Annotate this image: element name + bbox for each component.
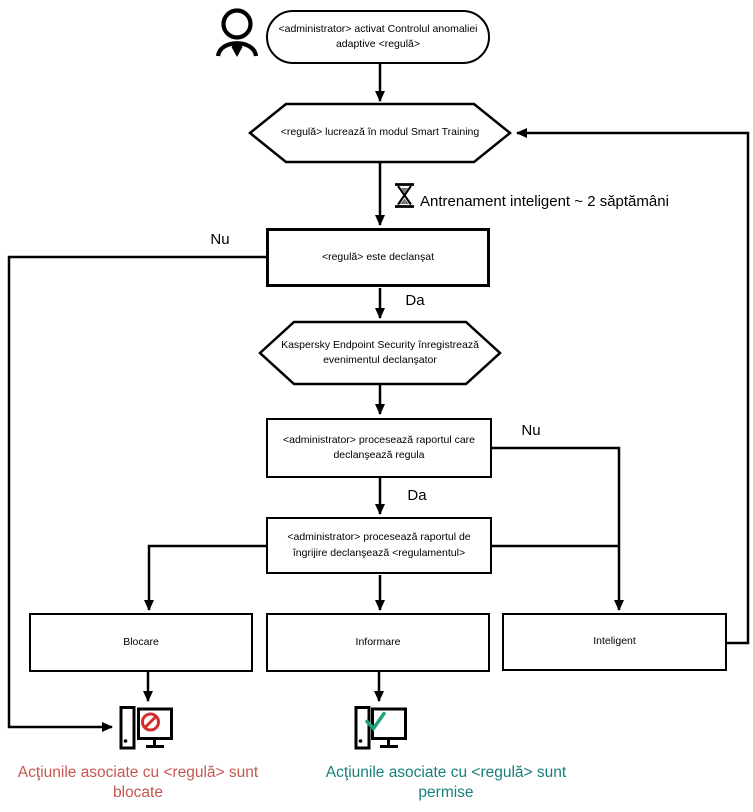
- check-icon: [365, 711, 386, 732]
- hexagon-smart-training-shape: [248, 102, 512, 164]
- hexagon-kes-registers-shape: [258, 320, 502, 386]
- training-duration-label: Antrenament inteligent ~ 2 săptămâni: [420, 193, 669, 210]
- node-start-event: <administrator> activat Controlul anomal…: [266, 10, 490, 64]
- computer-blocked-icon: [119, 706, 173, 750]
- node-rule-triggered-label: <regulă> este declanşat: [321, 250, 435, 263]
- edge-smart-feedback-right: [516, 128, 750, 645]
- prohibition-icon: [141, 712, 160, 732]
- connector-edges: [7, 63, 750, 732]
- node-rule-triggered: <regulă> este declanşat: [266, 228, 490, 287]
- node-start-event-label: <administrator> activat Controlul anomal…: [278, 22, 478, 50]
- node-admin-care-report-label: <administrator> procesează raportul de î…: [287, 531, 471, 559]
- outcome-blocked-text: Acţiunile asociate cu <regulă> sunt bloc…: [17, 764, 259, 802]
- node-action-block: Blocare: [29, 613, 253, 672]
- edge-label-no-2: Nu: [521, 422, 541, 439]
- edge-label-yes-2: Da: [407, 487, 427, 504]
- node-action-inform: Informare: [266, 613, 490, 672]
- hourglass-icon: [395, 183, 414, 208]
- edge-no-feedback-left: [7, 255, 266, 732]
- node-action-smart: Inteligent: [502, 613, 727, 671]
- person-icon: [215, 8, 259, 57]
- node-admin-trigger-report: <administrator> procesează raportul care…: [266, 418, 492, 478]
- node-kes-registers-label: Kaspersky Endpoint Security înregistreaz…: [281, 338, 479, 366]
- node-action-smart-label: Inteligent: [593, 635, 636, 648]
- edge-care-to-block: [144, 544, 268, 611]
- edge-label-yes-1: Da: [405, 292, 425, 309]
- node-action-block-label: Blocare: [123, 635, 159, 648]
- outcome-allowed-text: Acţiunile asociate cu <regulă> sunt perm…: [325, 764, 567, 802]
- node-admin-care-report: <administrator> procesează raportul de î…: [266, 517, 492, 574]
- node-action-inform-label: Informare: [355, 635, 401, 648]
- edge-label-no-1: Nu: [210, 231, 230, 248]
- edge-report-no-to-smart: [492, 446, 624, 611]
- node-smart-training-label: <regulă> lucrează în modul Smart Trainin…: [280, 126, 480, 139]
- computer-allowed-icon: [354, 706, 407, 750]
- node-admin-trigger-report-label: <administrator> procesează raportul care…: [282, 433, 475, 461]
